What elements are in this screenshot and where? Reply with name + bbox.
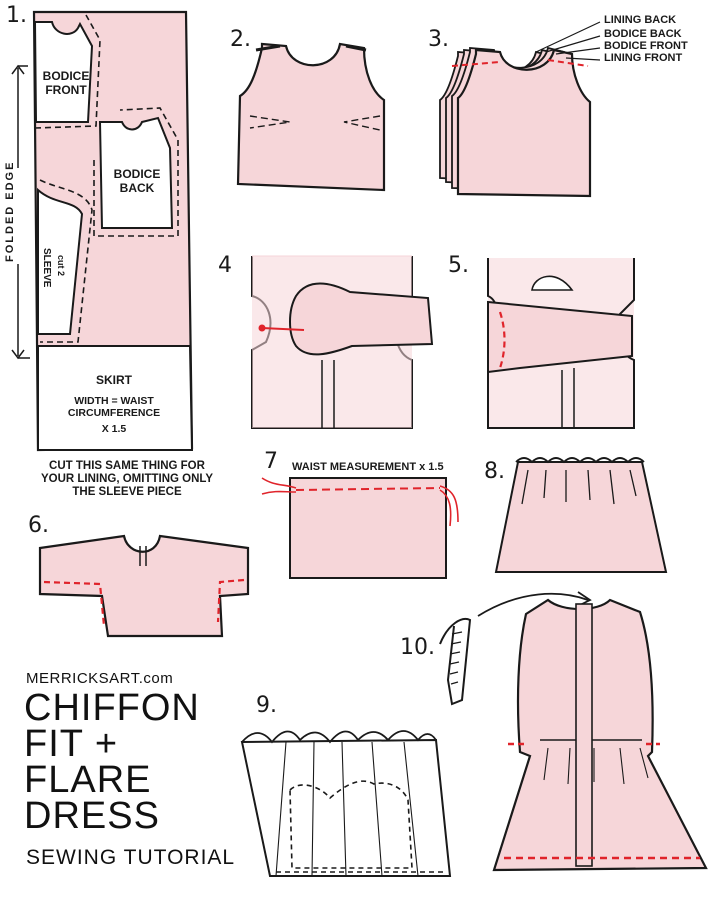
sleeve-label: SLEEVE	[41, 248, 52, 288]
step-10-dress: 10.	[400, 591, 708, 872]
step-8-gathered-skirt: 8.	[484, 457, 668, 573]
folded-edge-label: FOLDED EDGE	[4, 161, 16, 262]
step-4-label: 4	[218, 253, 232, 278]
folded-edge-gap	[10, 168, 26, 264]
pleat-lines	[275, 741, 419, 877]
skirt-width-line-1: WIDTH = WAIST	[74, 395, 154, 407]
skirt-width-line-2: CIRCUMFERENCE	[68, 407, 160, 419]
gather-stitch-line	[295, 487, 441, 491]
site-name: MERRICKSART.com	[26, 670, 174, 687]
sleeve-shape	[289, 282, 434, 356]
skirt-rectangle	[289, 477, 447, 579]
title-line-4: DRESS	[24, 795, 160, 837]
bodice-back-piece	[98, 116, 174, 229]
step-1-label: 1.	[6, 3, 27, 28]
gathered-skirt-shape	[494, 461, 668, 573]
center-seam-lines-5	[561, 368, 575, 428]
lining-note-line-2: YOUR LINING, OMITTING ONLY	[40, 473, 214, 485]
step-10-label: 10.	[400, 635, 435, 660]
title-line-1: CHIFFON	[24, 687, 200, 729]
pattern-layout: 1. BODICE FRONT BODICE BACK SLEEVE cut 2…	[4, 3, 194, 452]
step-3-label: 3.	[428, 27, 449, 52]
step-5-sleeve: 5.	[448, 253, 635, 429]
lining-note: CUT THIS SAME THING FOR YOUR LINING, OMI…	[22, 460, 232, 499]
skirt-piece	[37, 345, 194, 451]
dress-skirt-folds	[543, 747, 649, 785]
step-6-bodice: 6.	[28, 513, 250, 638]
armhole-stitch	[498, 311, 506, 369]
gather-folds	[521, 469, 637, 505]
back-opening	[139, 546, 147, 566]
thread-tails	[261, 477, 459, 527]
title-line-3: FLARE	[24, 759, 152, 801]
zipper-icon	[439, 618, 472, 706]
title-block: CHIFFON FIT + FLARE DRESS	[24, 687, 200, 837]
shoulder-lines	[255, 44, 367, 52]
dress-shape	[492, 598, 708, 872]
legend-bodice-back: BODICE BACK	[604, 28, 682, 40]
center-seam-lines	[321, 360, 335, 428]
zipper-teeth	[449, 631, 463, 685]
sleeve-cut-label: cut 2	[56, 255, 66, 276]
step-2-label: 2.	[230, 27, 251, 52]
step-7-skirt-rectangle: 7 WAIST MEASUREMENT x 1.5	[261, 449, 459, 579]
step-2-bodice: 2.	[230, 27, 386, 192]
legend-lining-front: LINING FRONT	[604, 52, 682, 64]
bodice-front-seam-allowance	[34, 14, 101, 129]
step-6-label: 6.	[28, 513, 49, 538]
step-8-label: 8.	[484, 459, 505, 484]
title-line-2: FIT +	[24, 723, 119, 765]
gathered-waistband	[515, 457, 645, 464]
bodice-front-label-2: FRONT	[45, 83, 87, 97]
waist-measurement-label: WAIST MEASUREMENT x 1.5	[292, 461, 444, 473]
shoulder-stitch-lines	[451, 59, 589, 67]
bodice-front-piece	[33, 21, 94, 123]
sleeve5-shape	[487, 300, 633, 374]
bodice-darts	[249, 115, 381, 131]
step-9-skirt-lining: 9.	[240, 693, 452, 877]
skirt-width-line-3: X 1.5	[102, 423, 127, 435]
bodice-front-label-1: BODICE	[43, 69, 90, 83]
bodice-back-label-2: BACK	[120, 181, 155, 195]
skirt-label: SKIRT	[96, 373, 133, 387]
armhole-opening	[531, 275, 574, 291]
bodice-with-sleeves	[38, 534, 250, 638]
skirt-outer-shape	[240, 738, 452, 877]
legend-lining-back: LINING BACK	[604, 14, 676, 26]
bodice-placement-outline	[289, 780, 413, 869]
pin-shaft	[261, 327, 305, 331]
step-7-label: 7	[264, 449, 278, 474]
step-5-label: 5.	[448, 253, 469, 278]
dress-zipper-opening	[575, 603, 593, 867]
sleeve-seam-allowance	[39, 179, 93, 343]
lining-note-line-1: CUT THIS SAME THING FOR	[49, 460, 205, 472]
pleated-top	[241, 730, 437, 744]
side-seam-stitches	[43, 578, 245, 627]
legend-pointers	[535, 21, 601, 61]
lining-note-line-3: THE SLEEVE PIECE	[72, 486, 182, 498]
step-4-sleeve: 4	[218, 253, 434, 429]
bodice-front-shape	[236, 42, 386, 192]
layer-front	[456, 48, 592, 198]
sleeve-piece	[37, 187, 84, 335]
subtitle: SEWING TUTORIAL	[26, 846, 236, 869]
bodice-back-label-1: BODICE	[114, 167, 161, 181]
step-9-label: 9.	[256, 693, 277, 718]
step-3-layers: 3. LINING BACK BODICE BACK BODICE FRONT …	[428, 14, 688, 198]
bodice-back-seam-allowance	[93, 107, 179, 237]
legend-bodice-front: BODICE FRONT	[604, 40, 688, 52]
zipper-arrow-shaft	[477, 592, 589, 617]
